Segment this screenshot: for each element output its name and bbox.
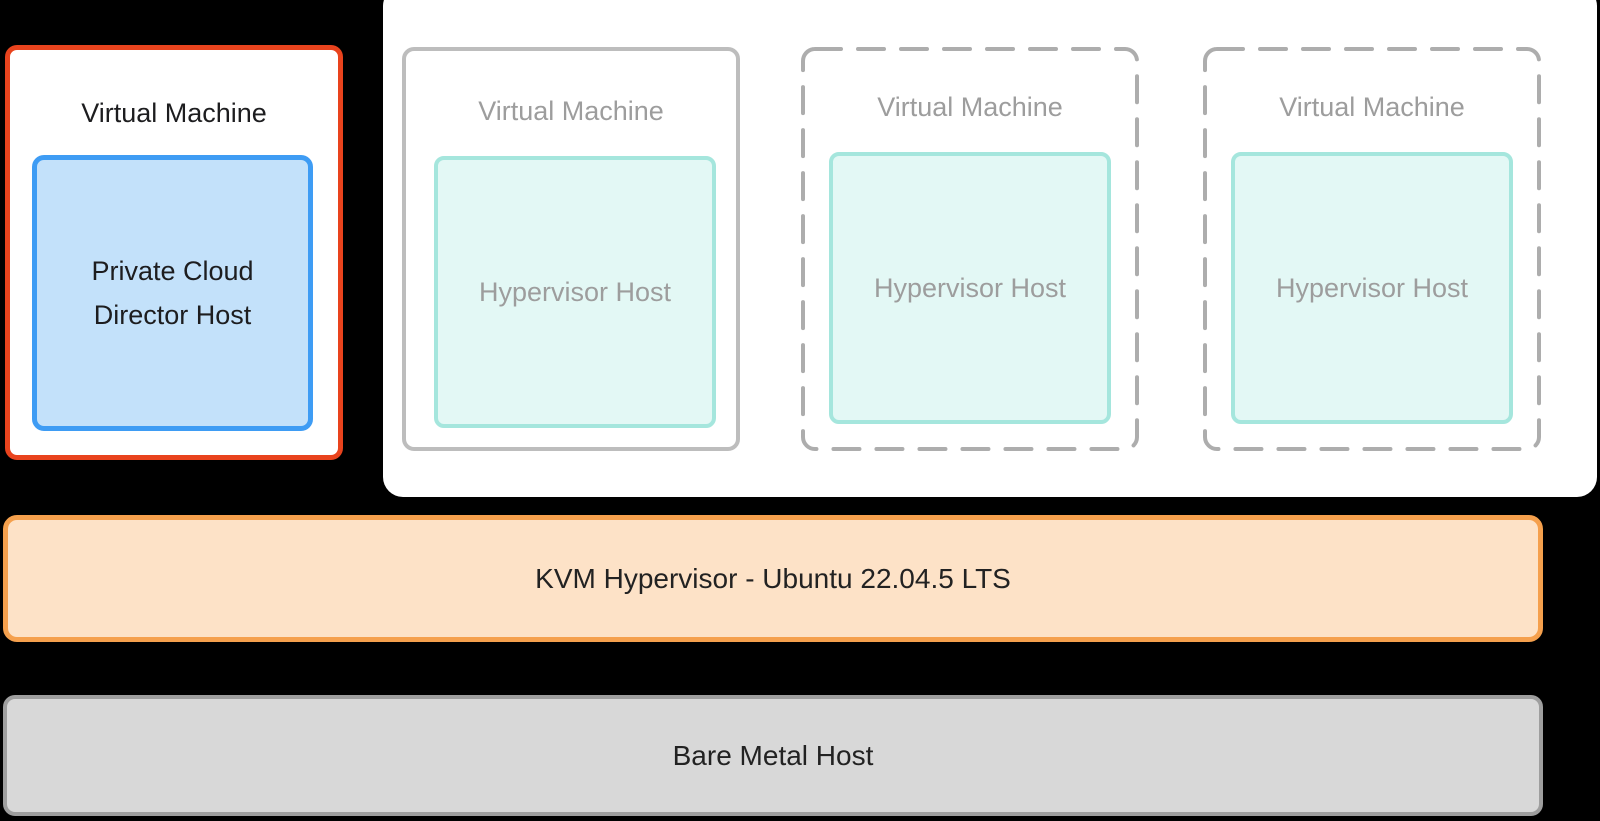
vm-card-hypervisor-2: Virtual Machine Hypervisor Host bbox=[801, 47, 1139, 451]
kvm-hypervisor-layer: KVM Hypervisor - Ubuntu 22.04.5 LTS bbox=[3, 515, 1543, 642]
bare-metal-label: Bare Metal Host bbox=[672, 739, 874, 771]
vm-title: Virtual Machine bbox=[478, 96, 664, 126]
vm-card-hypervisor-3: Virtual Machine Hypervisor Host bbox=[1203, 47, 1541, 451]
vm-title: Virtual Machine bbox=[81, 98, 267, 128]
host-label-line2: Director Host bbox=[93, 300, 252, 330]
hypervisor-host-box: Hypervisor Host bbox=[434, 156, 716, 428]
kvm-hypervisor-label: KVM Hypervisor - Ubuntu 22.04.5 LTS bbox=[535, 562, 1011, 594]
hypervisor-host-box: Hypervisor Host bbox=[829, 152, 1111, 424]
host-label: Hypervisor Host bbox=[1275, 272, 1469, 303]
vm-title: Virtual Machine bbox=[877, 92, 1063, 122]
vm-card-hypervisor-1: Virtual Machine Hypervisor Host bbox=[402, 47, 740, 451]
bare-metal-layer: Bare Metal Host bbox=[3, 695, 1543, 816]
vm-title: Virtual Machine bbox=[1279, 92, 1465, 122]
host-label: Hypervisor Host bbox=[478, 276, 672, 307]
host-label: Hypervisor Host bbox=[873, 272, 1067, 303]
vm-group-panel: Virtual Machine Hypervisor Host Virtual … bbox=[383, 0, 1597, 497]
hypervisor-host-box: Hypervisor Host bbox=[1231, 152, 1513, 424]
vm-card-private-cloud-director: Virtual Machine Private Cloud Director H… bbox=[5, 45, 343, 460]
host-label-line1: Private Cloud bbox=[91, 256, 254, 286]
private-cloud-director-host-box: Private Cloud Director Host bbox=[32, 155, 313, 431]
